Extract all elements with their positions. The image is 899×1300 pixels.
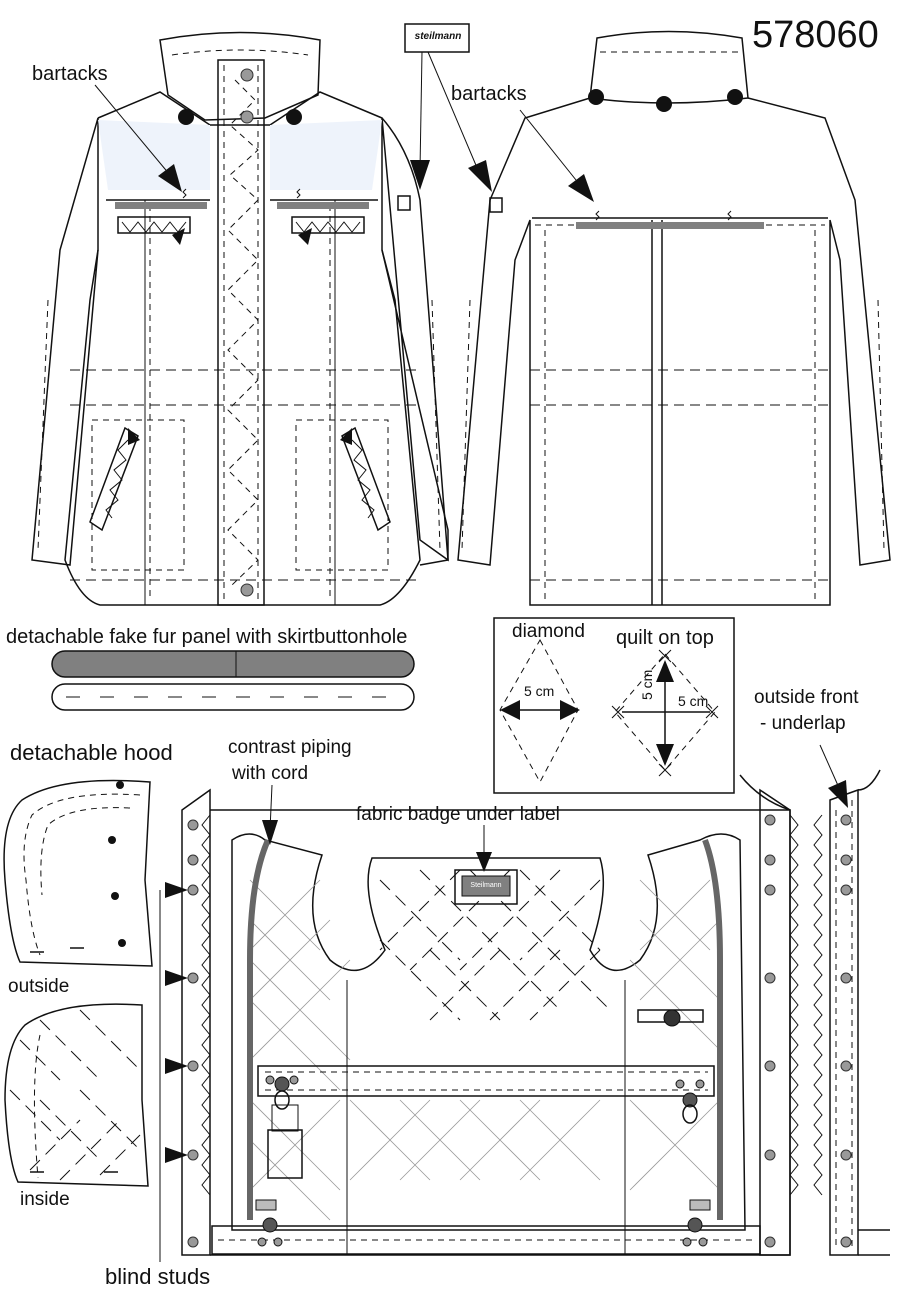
hood-inside-label: inside: [20, 1189, 70, 1210]
contrast-piping-label-line2: with cord: [232, 763, 309, 784]
hardware-toggle-right-bottom: [682, 1199, 711, 1247]
blind-studs-label: blind studs: [105, 1264, 211, 1289]
annotation-arrows: [94, 51, 594, 202]
hardware-toggle-left-top: [265, 1075, 299, 1110]
fabric-badge-label: fabric badge under label: [356, 804, 560, 825]
contrast-piping-label-line1: contrast piping: [228, 737, 352, 758]
hood-outside: [3, 779, 153, 967]
diamond-label: diamond: [512, 621, 585, 642]
bartacks-back-label: bartacks: [451, 83, 527, 105]
badge-text: Steilmann: [470, 882, 502, 889]
quilt-height-label: 5 cm: [639, 669, 655, 700]
hardware-toggle-left-bottom: [255, 1199, 283, 1247]
front-jacket-view: [31, 31, 449, 606]
lower-pocket-left: [89, 426, 140, 532]
outside-front-label-line2: - underlap: [760, 713, 846, 734]
back-jacket-view: [457, 30, 891, 606]
quilt-on-top-label: quilt on top: [616, 627, 714, 649]
quilt-detail-box: [493, 617, 735, 794]
detachable-hood-label: detachable hood: [10, 740, 173, 765]
lining-view: [159, 784, 799, 1262]
fur-panel: [51, 650, 415, 711]
outside-front-label-line1: outside front: [754, 687, 859, 708]
hardware-toggle-right-top: [675, 1079, 705, 1124]
brand-tag-text: steilmann: [414, 31, 462, 42]
outside-front-underlap: [739, 744, 890, 1256]
hood-outside-label: outside: [8, 976, 70, 997]
fur-panel-label: detachable fake fur panel with skirtbutt…: [6, 626, 408, 648]
bartacks-front-label: bartacks: [32, 63, 108, 85]
chest-pocket-left: [117, 216, 191, 245]
style-number: 578060: [752, 14, 879, 56]
hood-inside: [4, 1003, 149, 1187]
chest-pocket-right: [291, 216, 365, 245]
brand-tag-box: [404, 23, 470, 53]
quilt-width-label: 5 cm: [678, 693, 709, 709]
diamond-width-label: 5 cm: [524, 683, 555, 699]
lower-pocket-right: [340, 426, 391, 532]
